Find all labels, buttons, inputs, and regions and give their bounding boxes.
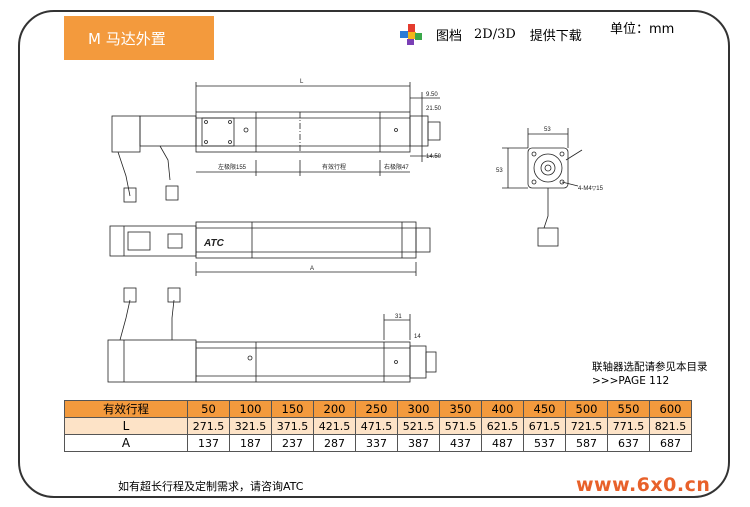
coupling-note: 联轴器选配请参见本目录 >>>PAGE 112 [592, 360, 708, 388]
table-cell: 600 [649, 400, 692, 418]
table-row-a: A 137 187 237 287 337 387 437 487 537 58… [64, 434, 692, 452]
table-cell: 487 [481, 434, 524, 452]
download-label-drawings: 图档 [436, 28, 463, 44]
table-cell: 150 [271, 400, 314, 418]
spec-table: 有效行程 50 100 150 200 250 300 350 400 450 … [64, 400, 692, 452]
table-label-a: A [64, 434, 188, 452]
label-dim-mid: 21.50 [426, 106, 442, 112]
table-label-l: L [64, 417, 188, 435]
label-dim-14: 14 [414, 334, 421, 340]
watermark: www.6x0.cn [576, 474, 711, 496]
label-left-margin: 左极限155 [218, 163, 247, 171]
motor-block-top [111, 115, 141, 153]
puzzle-logo-icon [400, 24, 422, 45]
label-dim-top: 9.50 [426, 92, 438, 98]
label-l: L [300, 79, 304, 85]
table-cell: 821.5 [649, 417, 692, 435]
table-cell: 337 [355, 434, 398, 452]
table-cell: 571.5 [439, 417, 482, 435]
download-bar[interactable]: 图档 2D/3D 提供下载 [398, 22, 582, 46]
page-frame [18, 10, 730, 498]
table-cell: 421.5 [313, 417, 356, 435]
table-cell: 137 [187, 434, 230, 452]
table-row-stroke: 有效行程 50 100 150 200 250 300 350 400 450 … [64, 400, 692, 418]
unit-label: 单位：mm [610, 22, 675, 37]
table-cell: 721.5 [565, 417, 608, 435]
table-cell: 587 [565, 434, 608, 452]
table-cell: 450 [523, 400, 566, 418]
label-effective-stroke: 有效行程 [322, 163, 346, 171]
table-cell: 271.5 [187, 417, 230, 435]
label-dim-31: 31 [395, 314, 402, 320]
table-cell: 671.5 [523, 417, 566, 435]
table-cell: 300 [397, 400, 440, 418]
table-cell: 437 [439, 434, 482, 452]
custom-request-note: 如有超长行程及定制需求，请咨询ATC [118, 480, 304, 493]
table-cell: 521.5 [397, 417, 440, 435]
page-title: M 马达外置 [64, 16, 214, 60]
table-cell: 400 [481, 400, 524, 418]
table-cell: 637 [607, 434, 650, 452]
table-cell: 371.5 [271, 417, 314, 435]
download-label-provide: 提供下载 [529, 28, 582, 44]
label-hole-note: 4-M4▽15 [578, 186, 604, 192]
label-dim-53-vertical: 53 [496, 168, 503, 174]
coupling-note-line1: 联轴器选配请参见本目录 [592, 361, 708, 373]
download-label-format: 2D/3D [474, 26, 516, 42]
motor-block-middle [109, 225, 197, 257]
table-cell: 550 [607, 400, 650, 418]
table-cell: 237 [271, 434, 314, 452]
brand-logo: ATC [203, 238, 225, 249]
table-cell: 471.5 [355, 417, 398, 435]
table-cell: 350 [439, 400, 482, 418]
table-cell: 50 [187, 400, 230, 418]
table-cell: 771.5 [607, 417, 650, 435]
table-cell: 250 [355, 400, 398, 418]
label-dim-low: 14.50 [426, 154, 442, 160]
label-right-margin: 右极限47 [384, 163, 409, 171]
table-cell: 287 [313, 434, 356, 452]
table-cell: 537 [523, 434, 566, 452]
label-a: A [310, 266, 314, 272]
table-header-stroke: 有效行程 [64, 400, 188, 418]
table-cell: 387 [397, 434, 440, 452]
page-title-text: M 马达外置 [88, 29, 166, 48]
table-cell: 200 [313, 400, 356, 418]
mounting-plate [201, 117, 235, 147]
actuator-body-middle [195, 221, 417, 259]
table-cell: 321.5 [229, 417, 272, 435]
label-dim-53: 53 [544, 127, 551, 133]
table-cell: 687 [649, 434, 692, 452]
motor-block-bottom [107, 339, 197, 383]
table-cell: 500 [565, 400, 608, 418]
table-cell: 621.5 [481, 417, 524, 435]
table-row-l: L 271.5 321.5 371.5 421.5 471.5 521.5 57… [64, 417, 692, 435]
table-cell: 187 [229, 434, 272, 452]
table-cell: 100 [229, 400, 272, 418]
coupling-note-line2: >>>PAGE 112 [592, 375, 670, 387]
